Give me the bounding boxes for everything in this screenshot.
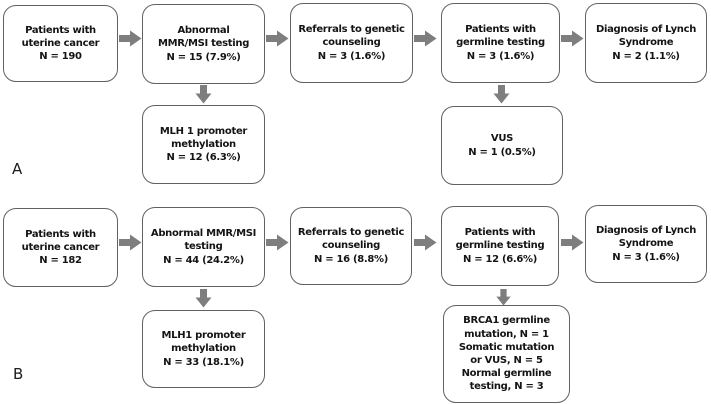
node-germline-results-b: BRCA1 germline mutation, N = 1 Somatic m… xyxy=(443,305,570,403)
node-lynch-diagnosis-a: Diagnosis of Lynch Syndrome N = 2 (1.1%) xyxy=(585,3,707,83)
panel-label-b: B xyxy=(13,365,24,383)
arrow-right-icon xyxy=(561,30,584,47)
arrow-down-icon xyxy=(195,85,212,104)
arrow-down-icon xyxy=(496,289,511,306)
node-germline-testing-b: Patients with germline testing N = 12 (6… xyxy=(441,206,559,286)
node-mlh1-methylation-b: MLH1 promoter methylation N = 33 (18.1%) xyxy=(142,310,265,388)
arrow-right-icon xyxy=(561,234,584,251)
arrow-right-icon xyxy=(119,30,142,47)
node-patients-uterine-cancer-b: Patients with uterine cancer N = 182 xyxy=(3,208,118,287)
arrow-down-icon xyxy=(493,85,510,104)
arrow-down-icon xyxy=(195,289,212,308)
node-abnormal-mmr-msi-b: Abnormal MMR/MSI testing N = 44 (24.2%) xyxy=(142,207,265,287)
arrow-right-icon xyxy=(414,30,437,47)
node-germline-testing-a: Patients with germline testing N = 3 (1.… xyxy=(441,3,560,83)
arrow-right-icon xyxy=(266,30,289,47)
node-genetic-counseling-a: Referrals to genetic counseling N = 3 (1… xyxy=(290,3,413,83)
arrow-right-icon xyxy=(266,234,289,251)
node-patients-uterine-cancer-a: Patients with uterine cancer N = 190 xyxy=(3,5,118,82)
arrow-right-icon xyxy=(414,234,437,251)
node-vus-a: VUS N = 1 (0.5%) xyxy=(441,106,563,185)
node-lynch-diagnosis-b: Diagnosis of Lynch Syndrome N = 3 (1.6%) xyxy=(585,205,707,283)
node-genetic-counseling-b: Referrals to genetic counseling N = 16 (… xyxy=(290,207,412,285)
panel-label-a: A xyxy=(12,160,23,178)
node-abnormal-mmr-msi-a: Abnormal MMR/MSI testing N = 15 (7.9%) xyxy=(142,4,265,84)
arrow-right-icon xyxy=(119,234,142,251)
node-mlh1-methylation-a: MLH 1 promoter methylation N = 12 (6.3%) xyxy=(142,105,265,184)
